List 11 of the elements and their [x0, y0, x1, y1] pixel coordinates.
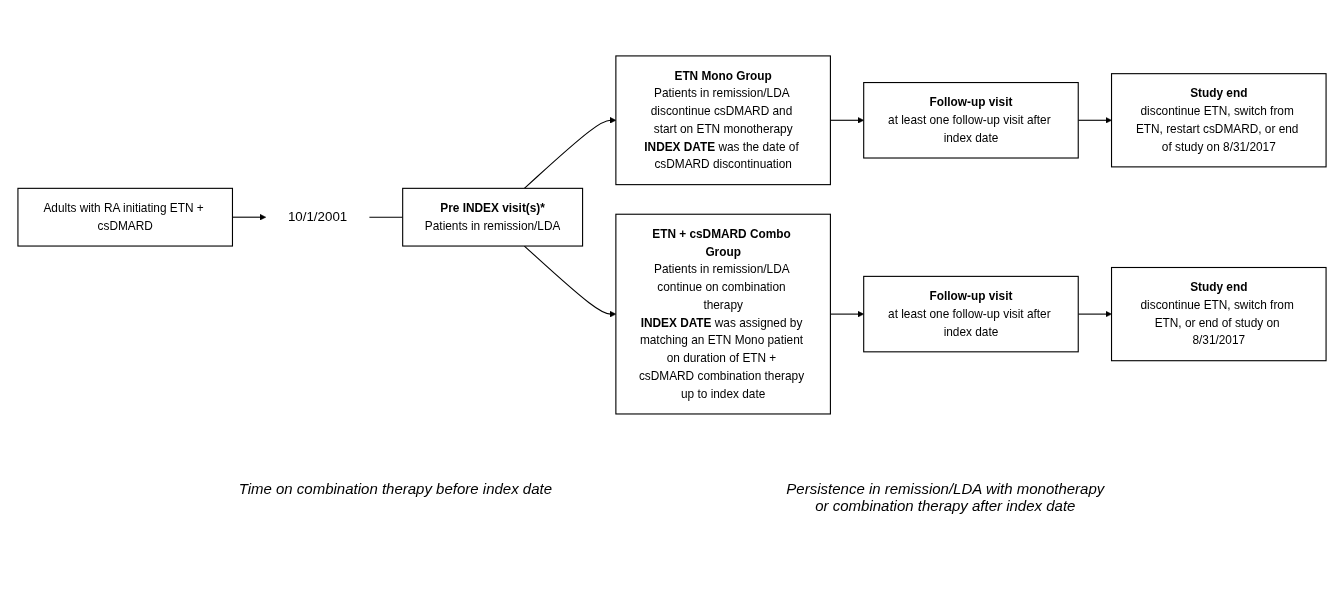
node-box: Study end discontinue ETN, switch from ETN, restart csDMARD, or end of study on 8/31/2017 — [1110, 73, 1327, 168]
timeline-note: Time on combination therapy before index date — [238, 480, 553, 499]
node-text: 10/1/2001 — [287, 209, 348, 225]
timeline-note: Persistence in remission/LDA with monotherapy or combination therapy after index date — [785, 480, 1106, 514]
node-box: ETN + csDMARD Combo Group Patients in remission/LDA continue on combination therapy INDEX DATE was assigned by matching an ETN Mono patient on duration of ETN + csDMARD combination therapy up to index date — [615, 213, 831, 415]
node-box: Follow-up visit at least one follow-up visit after index date — [863, 275, 1079, 353]
node-box: Pre INDEX visit(s)* Patients in remission/LDA — [402, 187, 584, 247]
node-box: Study end discontinue ETN, switch from ETN, or end of study on 8/31/2017 — [1110, 267, 1327, 362]
node-box: Follow-up visit at least one follow-up visit after index date — [863, 82, 1079, 159]
node-box: Adults with RA initiating ETN + csDMARD — [17, 187, 234, 247]
node-box: ETN Mono Group Patients in remission/LDA discontinue csDMARD and start on ETN monotherapy INDEX DATE was the date of csDMARD discontinuation — [615, 55, 831, 186]
